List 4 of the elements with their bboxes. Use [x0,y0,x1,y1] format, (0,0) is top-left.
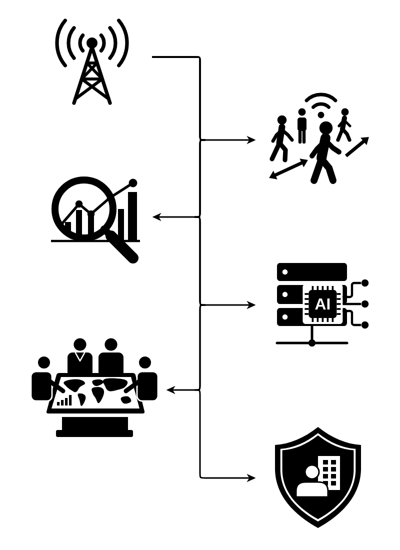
shield-icon [275,427,361,528]
radio-tower-icon [55,18,129,105]
meeting-table-icon [30,338,159,437]
magnifier-chart-icon [51,176,140,264]
